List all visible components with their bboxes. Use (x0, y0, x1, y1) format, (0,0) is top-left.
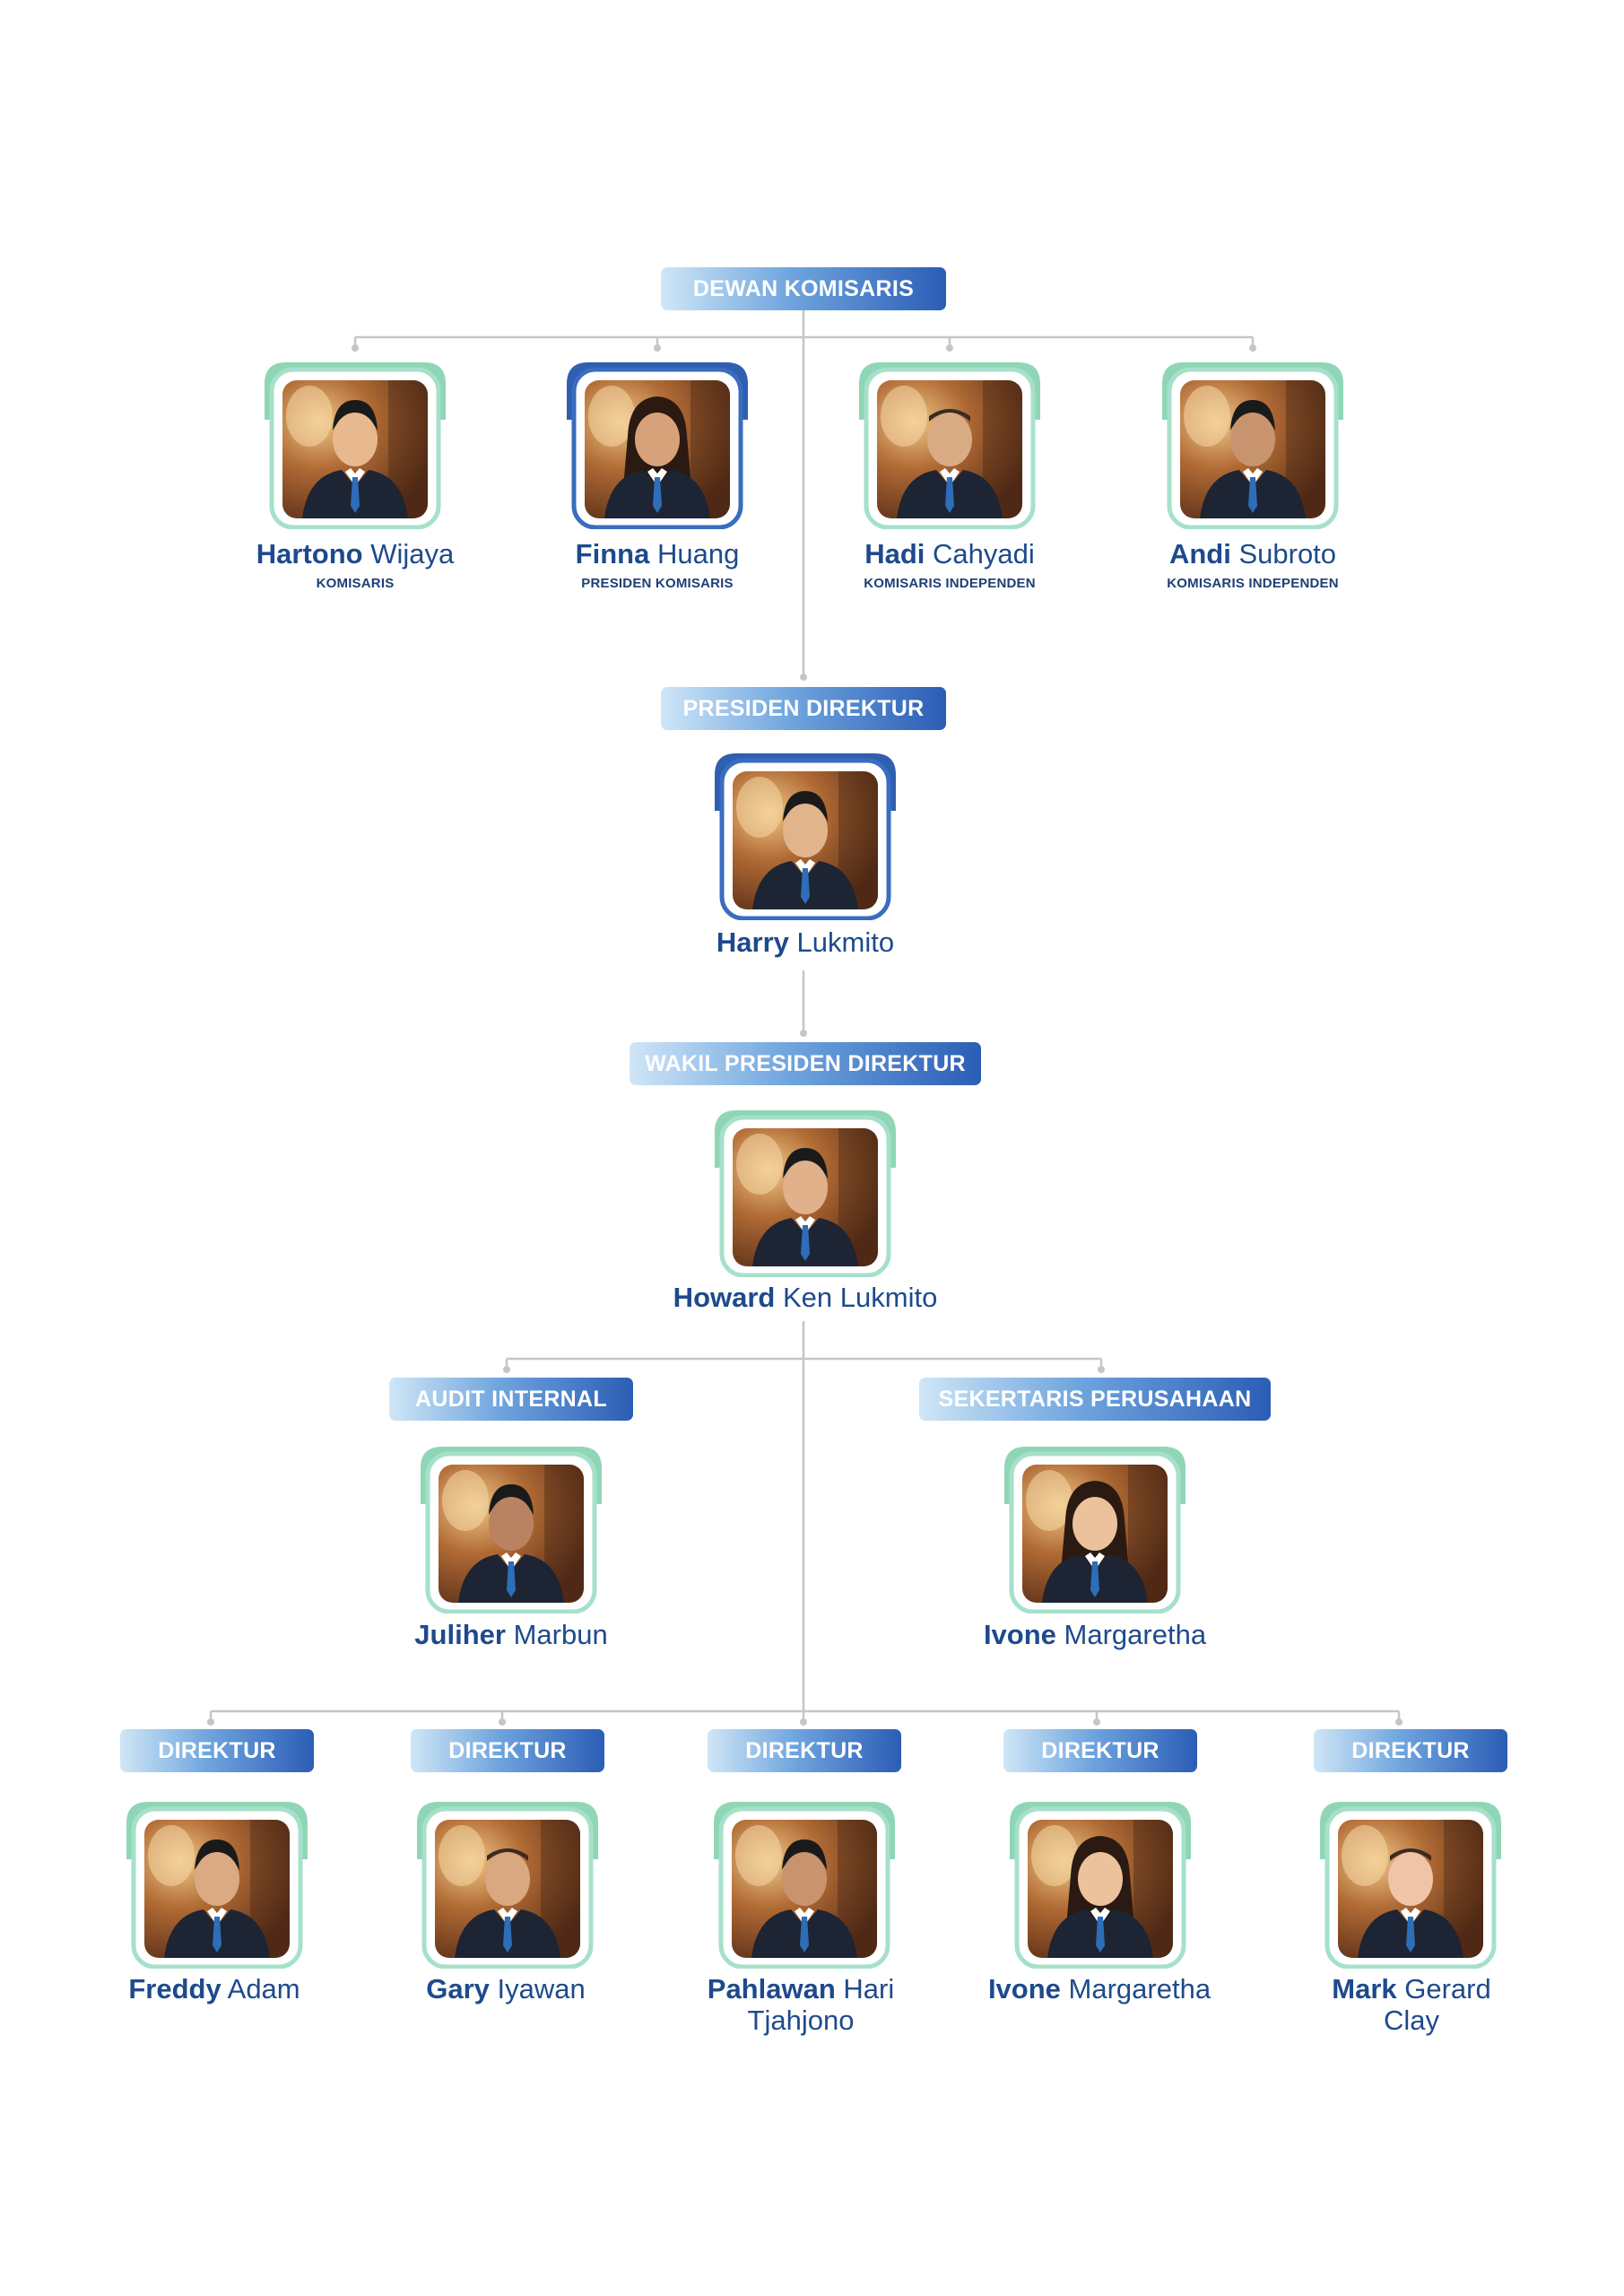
person-title: KOMISARIS (316, 576, 395, 591)
portrait-frame (121, 1796, 313, 1969)
portrait-photo (585, 380, 730, 518)
person-name: Howard Ken Lukmito (673, 1282, 938, 1313)
person-title: PRESIDEN KOMISARIS (581, 576, 734, 591)
section-presiden-direktur: PRESIDEN DIREKTUR (661, 687, 946, 730)
portrait-frame (708, 1796, 900, 1969)
portrait-frame (412, 1796, 604, 1969)
person-title: KOMISARIS INDEPENDEN (864, 576, 1036, 591)
person-name: Harry Lukmito (716, 926, 895, 958)
portrait-frame (1315, 1796, 1507, 1969)
portrait-frame (999, 1441, 1191, 1613)
portrait-frame (709, 748, 901, 920)
person-name: Hadi Cahyadi (864, 538, 1035, 570)
portrait-photo (1180, 380, 1325, 518)
section-direktur: DIREKTUR (120, 1729, 314, 1772)
person-name: Finna Huang (575, 538, 740, 570)
portrait-frame (709, 1105, 901, 1277)
person-name: Andi Subroto (1168, 538, 1337, 570)
section-direktur: DIREKTUR (1003, 1729, 1197, 1772)
section-dewan-komisaris: DEWAN KOMISARIS (661, 267, 946, 310)
section-wakil-presiden-direktur: WAKIL PRESIDEN DIREKTUR (630, 1042, 981, 1085)
portrait-photo (1338, 1820, 1483, 1958)
person-name: Gary Iyawan (426, 1973, 586, 2005)
portrait-photo (435, 1820, 580, 1958)
section-sekertaris-perusahaan: SEKERTARIS PERUSAHAAN (919, 1378, 1271, 1421)
portrait-photo (733, 771, 878, 909)
portrait-photo (282, 380, 428, 518)
person-name: Ivone Margaretha (983, 1619, 1207, 1650)
person-name: Ivone Margaretha (987, 1973, 1211, 2005)
portrait-photo (1028, 1820, 1173, 1958)
portrait-frame (1004, 1796, 1196, 1969)
portrait-photo (733, 1128, 878, 1266)
person-name: Hartono Wijaya (256, 538, 455, 570)
portrait-photo (439, 1465, 584, 1603)
section-audit-internal: AUDIT INTERNAL (389, 1378, 633, 1421)
portrait-frame (1157, 357, 1349, 529)
section-direktur: DIREKTUR (411, 1729, 604, 1772)
person-title: KOMISARIS INDEPENDEN (1167, 576, 1339, 591)
section-direktur: DIREKTUR (708, 1729, 901, 1772)
portrait-photo (144, 1820, 290, 1958)
section-direktur: DIREKTUR (1314, 1729, 1507, 1772)
portrait-photo (877, 380, 1022, 518)
person-name: Freddy Adam (128, 1973, 300, 2005)
portrait-photo (732, 1820, 877, 1958)
portrait-photo (1022, 1465, 1168, 1603)
portrait-frame (561, 357, 753, 529)
portrait-frame (415, 1441, 607, 1613)
person-name: Juliher Marbun (414, 1619, 608, 1650)
portrait-frame (854, 357, 1046, 529)
portrait-frame (259, 357, 451, 529)
